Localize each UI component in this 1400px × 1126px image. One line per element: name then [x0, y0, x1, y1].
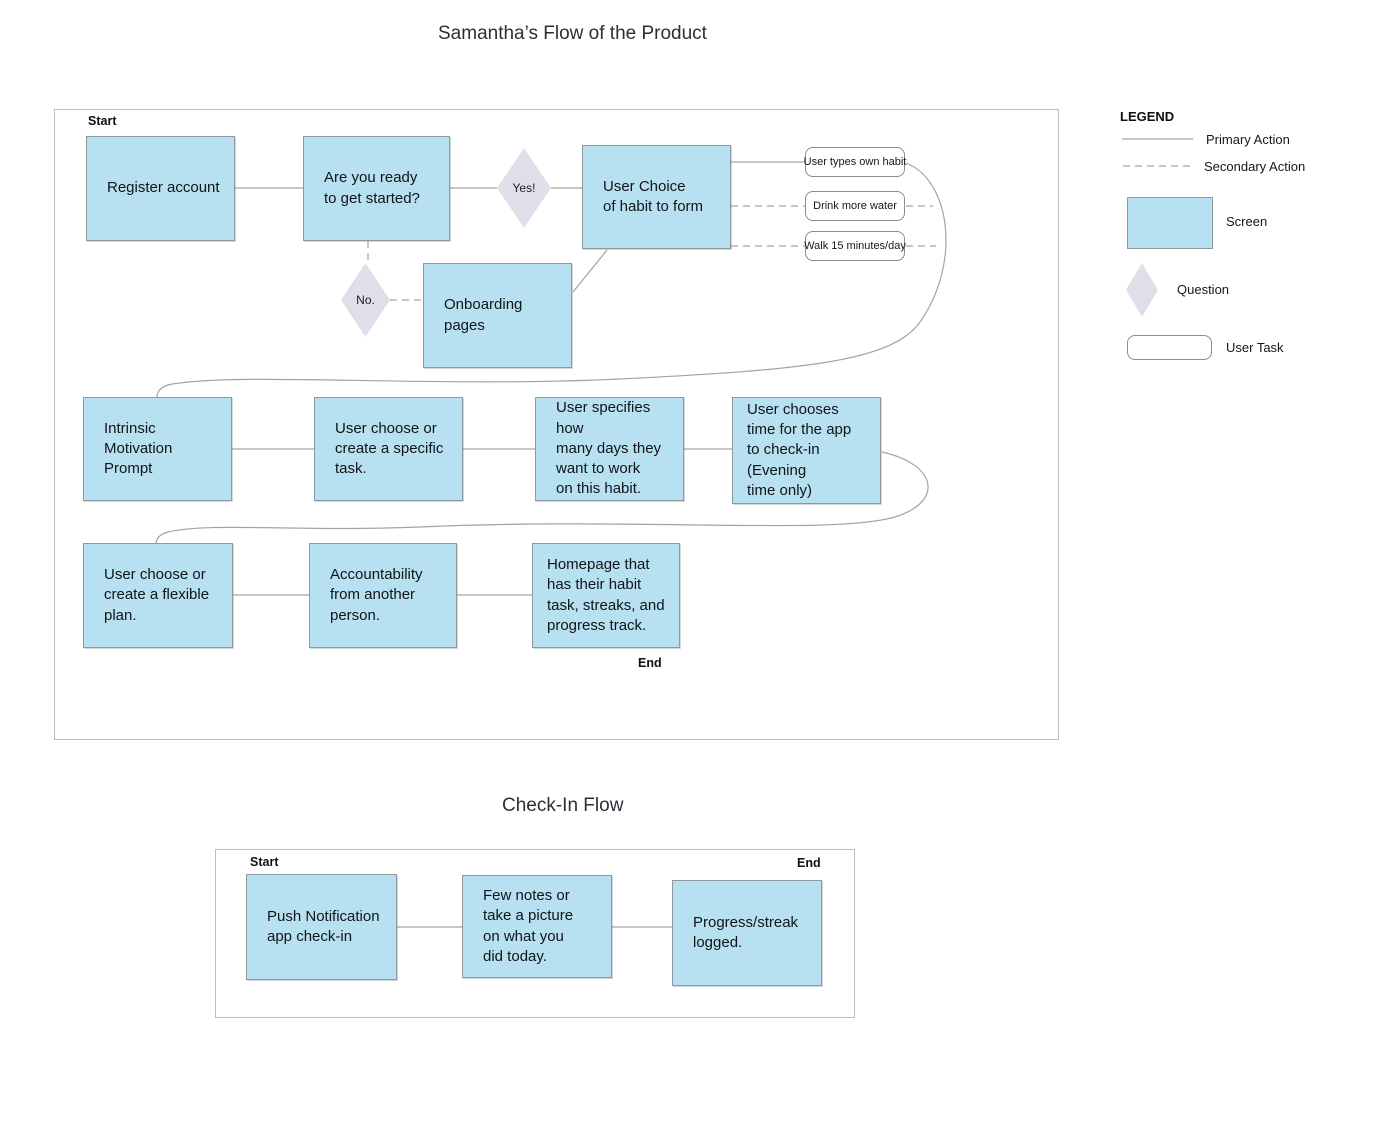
- main-flow-frame: [54, 109, 1059, 740]
- legend-screen-swatch: [1127, 197, 1213, 249]
- screen-days-per-week: User specifies how many days they want t…: [535, 397, 684, 501]
- legend-question-diamond: [1126, 263, 1158, 317]
- screen-flexible-plan: User choose or create a flexible plan.: [83, 543, 233, 648]
- screen-homepage: Homepage that has their habit task, stre…: [532, 543, 680, 648]
- checkin-flow-frame: [215, 849, 855, 1018]
- user-task-types-own-habit: User types own habit: [804, 147, 906, 177]
- main-flow-end-label: End: [638, 656, 662, 670]
- checkin-end-label: End: [797, 856, 821, 870]
- legend-primary-label: Primary Action: [1206, 132, 1290, 147]
- legend-user-task-label: User Task: [1226, 340, 1284, 355]
- screen-checkin-time: User chooses time for the app to check-i…: [732, 397, 881, 504]
- legend-question-label: Question: [1177, 282, 1230, 297]
- legend-secondary-label: Secondary Action: [1204, 159, 1306, 174]
- checkin-start-label: Start: [250, 855, 279, 869]
- screen-register-account: Register account: [86, 136, 235, 241]
- legend-heading: LEGEND: [1120, 109, 1175, 124]
- screen-habit-choice: User Choice of habit to form: [582, 145, 731, 249]
- main-flow-title: Samantha’s Flow of the Product: [438, 23, 707, 44]
- screen-ready-question: Are you ready to get started?: [303, 136, 450, 241]
- screen-accountability: Accountability from another person.: [309, 543, 457, 648]
- screen-intrinsic-motivation: Intrinsic Motivation Prompt: [83, 397, 232, 501]
- checkin-flow-title: Check-In Flow: [502, 795, 624, 816]
- screen-few-notes: Few notes or take a picture on what you …: [462, 875, 612, 978]
- user-task-walk-15: Walk 15 minutes/day: [804, 231, 906, 261]
- screen-onboarding-pages: Onboarding pages: [423, 263, 572, 368]
- screen-progress-logged: Progress/streak logged.: [672, 880, 822, 986]
- main-flow-start-label: Start: [88, 114, 117, 128]
- screen-push-notification: Push Notification app check-in: [246, 874, 397, 980]
- user-task-drink-water: Drink more water: [805, 191, 905, 221]
- screen-specific-task: User choose or create a specific task.: [314, 397, 463, 501]
- legend-user-task-pill: [1127, 335, 1212, 360]
- legend-screen-label: Screen: [1226, 214, 1268, 229]
